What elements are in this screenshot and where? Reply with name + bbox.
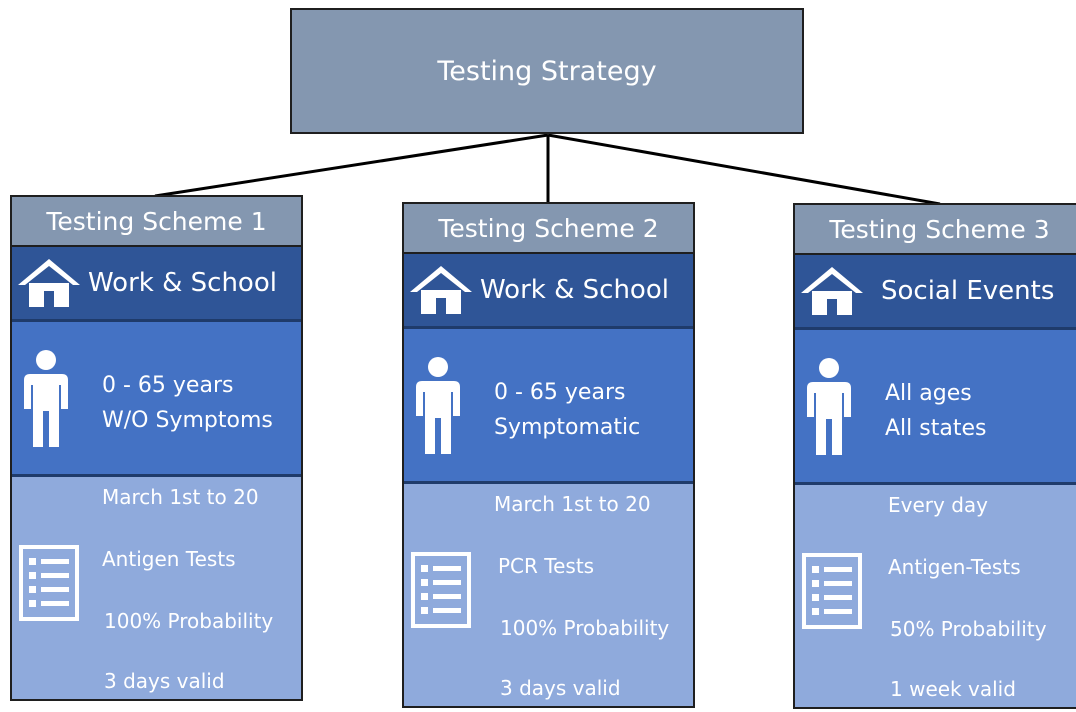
scheme-body: Work & School 0 - 65 years W/O Symptoms …: [10, 247, 303, 701]
detail-test-type: Antigen Tests: [102, 547, 236, 571]
root-node: Testing Strategy: [290, 8, 804, 134]
population-line-1: All ages: [885, 381, 972, 406]
scheme-title: Testing Scheme 2: [402, 202, 695, 254]
setting-section: Work & School: [12, 247, 301, 322]
details-section: March 1st to 20 PCR Tests 100% Probabili…: [404, 484, 693, 706]
detail-test-type: Antigen-Tests: [888, 555, 1021, 579]
population-line-1: 0 - 65 years: [494, 380, 626, 405]
detail-probability: 100% Probability: [104, 609, 274, 633]
detail-test-type: PCR Tests: [498, 554, 595, 578]
checklist-icon: [411, 552, 471, 628]
population-section: All ages All states: [795, 330, 1076, 485]
population-text: 0 - 65 years Symptomatic: [494, 375, 640, 445]
detail-period: Every day: [888, 493, 988, 517]
person-icon: [416, 357, 460, 454]
scheme-title: Testing Scheme 3: [793, 203, 1076, 255]
detail-validity: 3 days valid: [104, 669, 225, 693]
scheme-title: Testing Scheme 1: [10, 195, 303, 247]
detail-validity: 3 days valid: [500, 676, 621, 700]
population-line-2: W/O Symptoms: [102, 408, 273, 433]
house-icon: [410, 266, 472, 314]
house-icon: [18, 259, 80, 307]
checklist-icon: [802, 553, 862, 629]
population-text: All ages All states: [885, 376, 986, 446]
detail-validity: 1 week valid: [890, 677, 1016, 701]
scheme-2: Testing Scheme 2 Work & School 0 - 65 ye…: [402, 202, 695, 708]
scheme-body: Social Events All ages All states Every …: [793, 255, 1076, 709]
population-line-2: Symptomatic: [494, 415, 641, 440]
house-icon: [801, 267, 863, 315]
scheme-body: Work & School 0 - 65 years Symptomatic M…: [402, 254, 695, 708]
population-line-1: 0 - 65 years: [102, 373, 234, 398]
person-icon: [24, 350, 68, 447]
detail-probability: 50% Probability: [890, 617, 1047, 641]
connector-to-scheme-1: [154, 133, 549, 198]
detail-period: March 1st to 20: [102, 485, 259, 509]
population-line-2: All states: [885, 416, 987, 441]
scheme-1: Testing Scheme 1 Work & School 0 - 65 ye…: [10, 195, 303, 701]
setting-label: Work & School: [480, 275, 669, 305]
details-section: Every day Antigen-Tests 50% Probability …: [795, 485, 1076, 707]
connector-to-scheme-3: [547, 133, 941, 206]
setting-section: Social Events: [795, 255, 1076, 330]
setting-label: Social Events: [881, 276, 1055, 306]
detail-period: March 1st to 20: [494, 492, 651, 516]
population-section: 0 - 65 years Symptomatic: [404, 329, 693, 484]
population-text: 0 - 65 years W/O Symptoms: [102, 368, 273, 438]
setting-section: Work & School: [404, 254, 693, 329]
population-section: 0 - 65 years W/O Symptoms: [12, 322, 301, 477]
checklist-icon: [19, 545, 79, 621]
setting-label: Work & School: [88, 268, 277, 298]
person-icon: [807, 358, 851, 455]
scheme-3: Testing Scheme 3 Social Events All ages …: [793, 203, 1076, 709]
root-label: Testing Strategy: [437, 55, 657, 87]
details-section: March 1st to 20 Antigen Tests 100% Proba…: [12, 477, 301, 699]
detail-probability: 100% Probability: [500, 616, 670, 640]
